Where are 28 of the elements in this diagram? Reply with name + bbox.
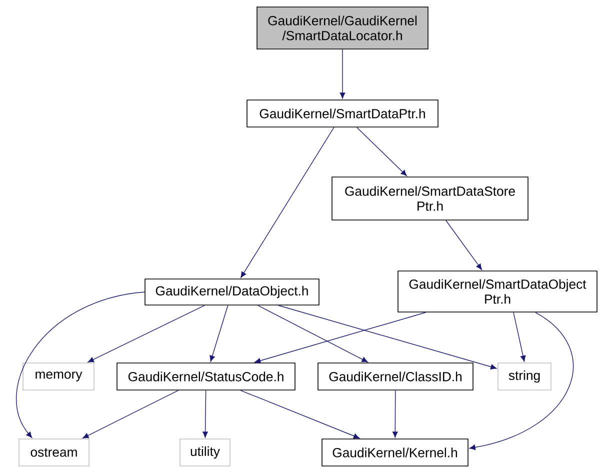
header-box: utility: [180, 438, 230, 466]
arrow: [202, 390, 208, 438]
arrow: [446, 220, 482, 270]
header-box: memory: [22, 362, 94, 390]
arrow: [356, 127, 407, 176]
arrow: [278, 305, 497, 370]
arrow: [240, 127, 334, 278]
file-box: GaudiKernel/SmartDataStore Ptr.h: [332, 176, 528, 220]
arrow: [88, 305, 205, 362]
arrow: [469, 312, 574, 450]
arrow: [16, 292, 145, 438]
header-box: string: [498, 362, 552, 390]
arrow: [340, 49, 346, 99]
file-box: GaudiKernel/Kernel.h: [322, 438, 468, 466]
file-box: GaudiKernel/GaudiKernel /SmartDataLocator.h: [256, 6, 428, 50]
file-box: GaudiKernel/StatusCode.h: [116, 362, 296, 390]
header-box: ostream: [18, 438, 90, 466]
file-box: GaudiKernel/DataObject.h: [144, 278, 320, 306]
arrow: [258, 305, 368, 362]
arrow: [240, 390, 360, 439]
file-box: GaudiKernel/SmartDataObject Ptr.h: [398, 270, 598, 312]
arrow: [513, 312, 526, 362]
file-box: GaudiKernel/SmartDataPtr.h: [246, 100, 438, 128]
arrow: [392, 390, 398, 438]
arrow: [82, 390, 179, 438]
arrow: [254, 312, 426, 364]
arrow: [210, 305, 228, 362]
file-box: GaudiKernel/ClassID.h: [318, 362, 474, 390]
